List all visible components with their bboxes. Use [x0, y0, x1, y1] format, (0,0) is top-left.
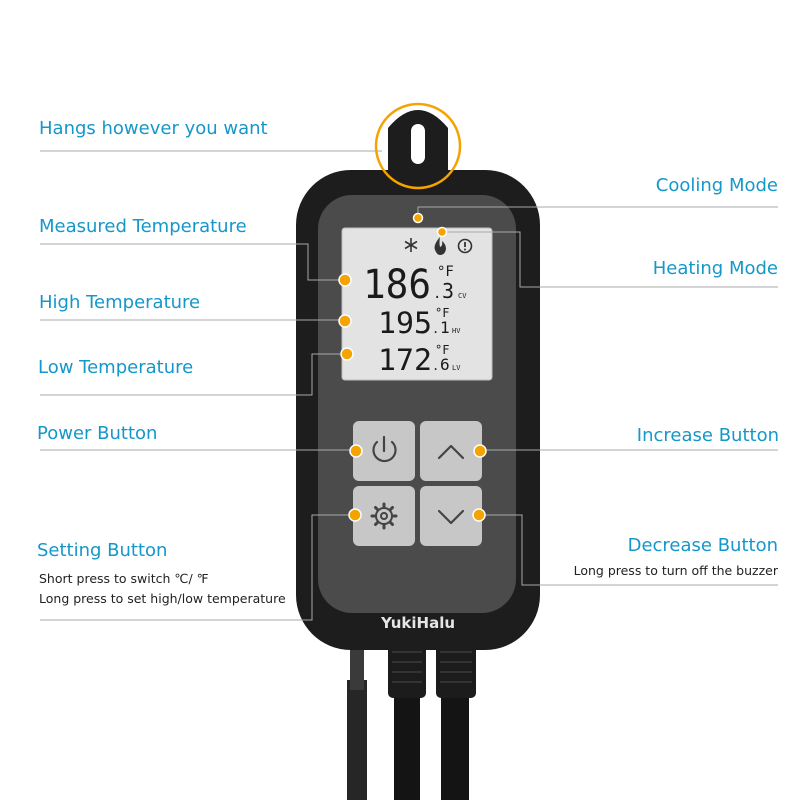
svg-text:.: .: [432, 359, 439, 373]
setting-button[interactable]: [353, 486, 415, 546]
svg-text:1: 1: [440, 318, 450, 337]
label-low-temperature: Low Temperature: [38, 357, 194, 378]
reading-low: 172 . 6 °F LV: [378, 343, 461, 377]
alert-icon: [457, 238, 473, 254]
flame-icon: [434, 237, 446, 255]
increase-button[interactable]: [420, 421, 482, 481]
reading-measured: 186 . 3 °F CV: [363, 262, 467, 308]
label-setting-button: Setting Button: [37, 540, 168, 561]
label-decrease-button: Decrease Button: [627, 535, 778, 556]
svg-text:°F: °F: [435, 343, 449, 357]
label-measured-temperature: Measured Temperature: [39, 216, 247, 237]
svg-text:3: 3: [442, 279, 454, 303]
chevron-up-icon: [437, 444, 465, 460]
svg-text:.: .: [432, 322, 439, 336]
svg-text:LV: LV: [452, 364, 461, 372]
hang-highlight-ring: [374, 102, 462, 190]
svg-text:.: .: [433, 286, 441, 302]
power-icon: [372, 435, 397, 463]
label-high-temperature: High Temperature: [39, 292, 201, 313]
label-heating-mode: Heating Mode: [652, 258, 778, 279]
cables: [347, 640, 476, 800]
label-cooling-mode: Cooling Mode: [655, 175, 778, 196]
label-power-button: Power Button: [37, 423, 158, 444]
svg-text:°F: °F: [435, 306, 449, 320]
label-increase-button: Increase Button: [636, 425, 779, 446]
lcd-screen: [341, 227, 493, 381]
brand-logo: YukiHalu: [380, 614, 455, 632]
svg-text:195: 195: [378, 306, 432, 340]
note-decrease-line1: Long press to turn off the buzzer: [573, 563, 778, 578]
callout-markers: [338, 212, 487, 522]
callout-lines: [40, 150, 778, 621]
hang-tab: [388, 110, 448, 185]
label-hangs: Hangs however you want: [39, 118, 268, 139]
reading-high: 195 . 1 °F HV: [378, 306, 461, 340]
snowflake-icon: [404, 238, 418, 252]
svg-text:186: 186: [363, 262, 431, 308]
svg-text:172: 172: [378, 343, 432, 377]
svg-text:6: 6: [440, 355, 450, 374]
chevron-down-icon: [437, 509, 465, 525]
svg-text:°F: °F: [437, 264, 454, 280]
decrease-button[interactable]: [420, 486, 482, 546]
power-button[interactable]: [353, 421, 415, 481]
note-setting-line1: Short press to switch ℃/ ℉: [39, 571, 209, 586]
note-setting-line2: Long press to set high/low temperature: [39, 591, 286, 606]
gear-icon: [370, 502, 398, 530]
svg-text:CV: CV: [458, 292, 467, 300]
svg-text:HV: HV: [452, 327, 461, 335]
